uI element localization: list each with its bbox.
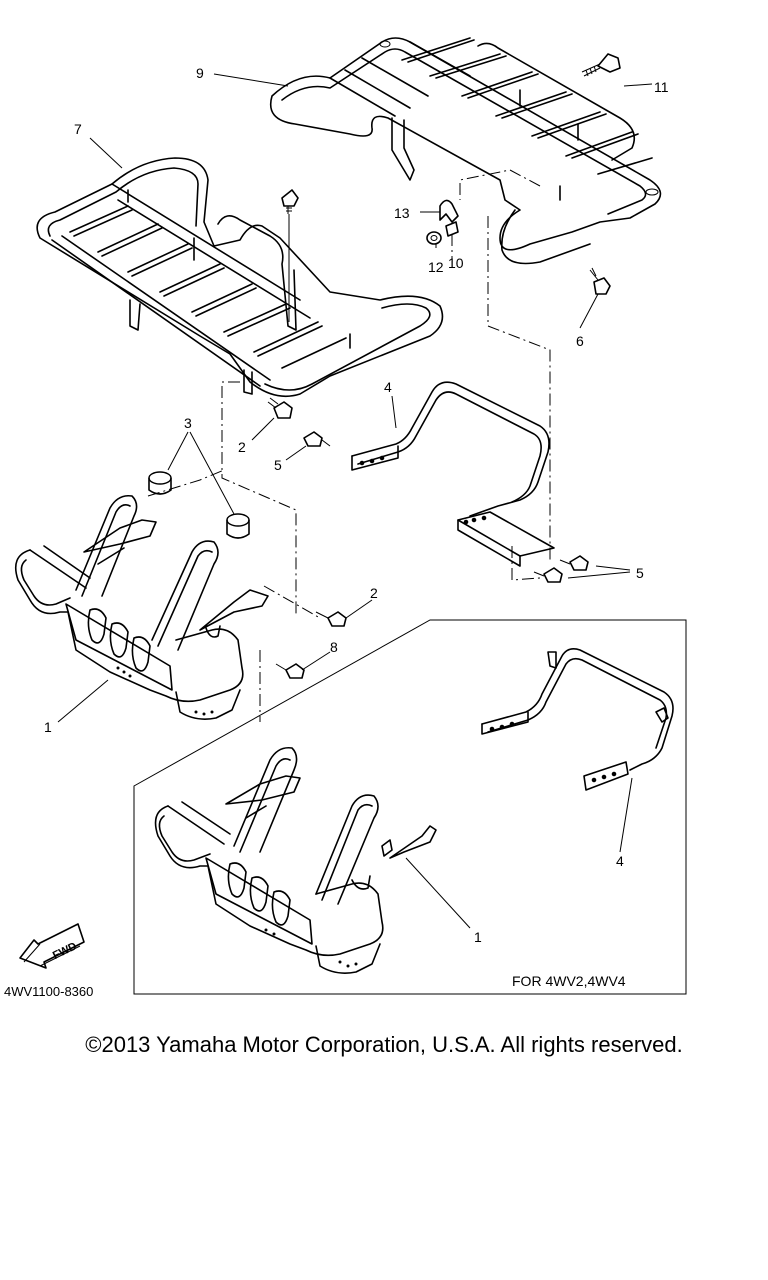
- callout-9: 9: [196, 65, 204, 81]
- inset-note: FOR 4WV2,4WV4: [512, 973, 626, 989]
- bolt-part-2-lower: [315, 611, 347, 627]
- callout-5-left: 5: [274, 457, 282, 473]
- callout-2-lower: 2: [370, 585, 378, 601]
- bolts-part-5-right: [533, 555, 589, 583]
- callout-12: 12: [428, 259, 444, 275]
- callout-10: 10: [448, 255, 464, 271]
- drawing-code: 4WV1100-8360: [4, 984, 93, 999]
- nut-part-12: [426, 231, 442, 245]
- callout-5-right: 5: [636, 565, 644, 581]
- front-guard-part-1-inset: [154, 746, 437, 974]
- callout-8: 8: [330, 639, 338, 655]
- callout-1-main: 1: [44, 719, 52, 735]
- leader-lines: [57, 73, 653, 929]
- bolt-part-6: [589, 267, 611, 295]
- assembly-lines: [147, 169, 551, 722]
- rear-carrier-part-9: [270, 37, 662, 265]
- pin-part-10: [445, 221, 459, 237]
- callout-7: 7: [74, 121, 82, 137]
- callout-2-upper: 2: [238, 439, 246, 455]
- inset-frame: [133, 619, 687, 995]
- side-guard-part-4: [351, 381, 555, 567]
- callout-4-main: 4: [384, 379, 392, 395]
- bolt-part-8: [275, 663, 305, 679]
- bolt-top-center: [281, 189, 299, 322]
- copyright-notice: ©2013 Yamaha Motor Corporation, U.S.A. A…: [85, 1032, 683, 1057]
- clip-part-13: [439, 199, 459, 223]
- callout-11: 11: [654, 79, 669, 95]
- callout-3: 3: [184, 415, 192, 431]
- fwd-arrow-icon: FWD: [19, 923, 85, 969]
- fwd-label: FWD: [51, 940, 79, 962]
- parts-diagram: FWD 9 7 11 13 12 10 6 4 3 2 5 5 2 8 1 4 …: [4, 37, 687, 999]
- callout-1-inset: 1: [474, 929, 482, 945]
- front-carrier-part-7: [36, 157, 444, 398]
- bolt-part-5-left: [303, 431, 331, 447]
- callout-4-inset: 4: [616, 853, 624, 869]
- bolt-part-11: [581, 53, 621, 77]
- grommets-part-3: [148, 471, 250, 539]
- bolt-part-2-upper: [267, 397, 293, 419]
- callout-6: 6: [576, 333, 584, 349]
- side-guard-part-4-inset: [481, 648, 674, 791]
- callout-13: 13: [394, 205, 410, 221]
- front-guard-part-1-main: [14, 494, 269, 720]
